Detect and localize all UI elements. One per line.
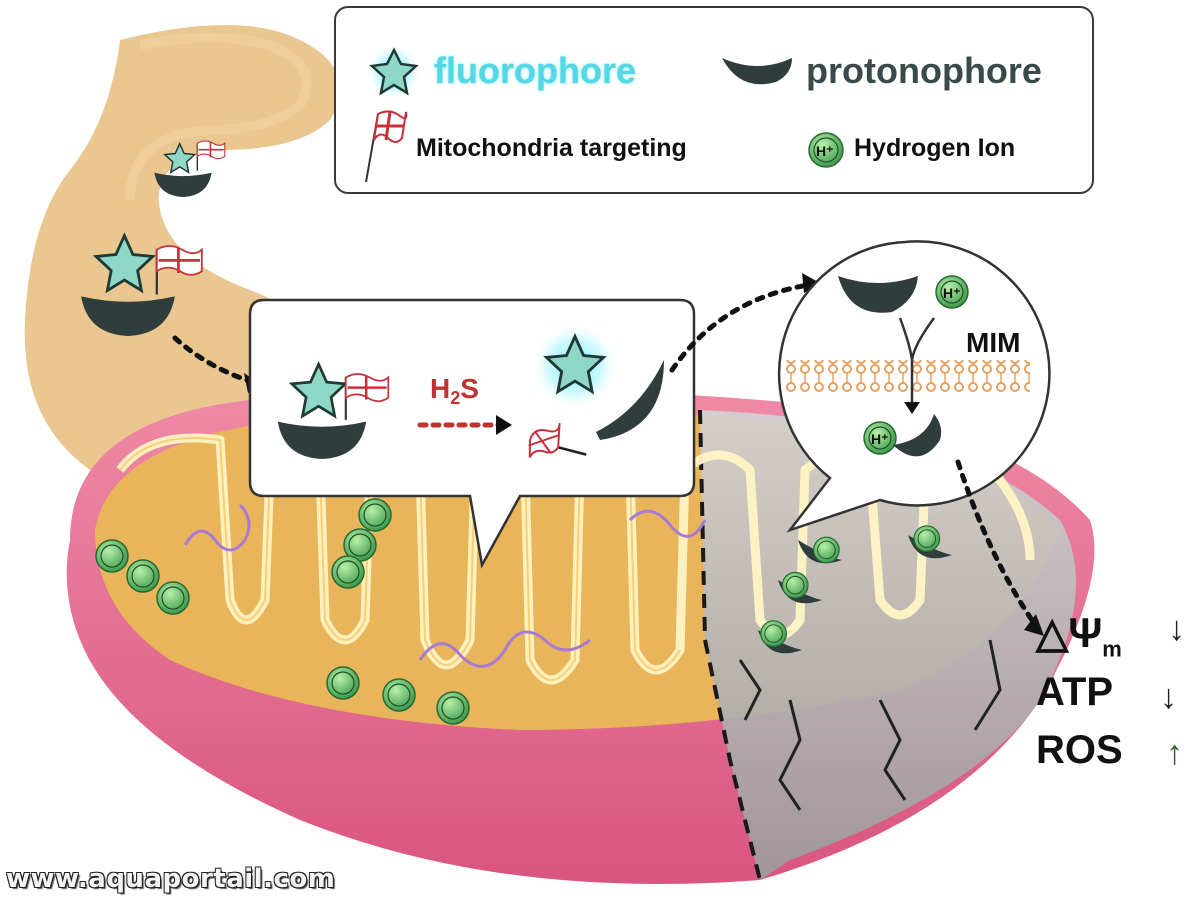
legend-fluorophore-label: fluorophore bbox=[434, 50, 636, 91]
down-arrow-icon: ↓ bbox=[1168, 610, 1185, 648]
hydrogen-ion-icon bbox=[358, 498, 392, 532]
cleaved-flag bbox=[528, 422, 587, 458]
protonophore-complex-in-bubble bbox=[893, 414, 942, 457]
protonophore-complex bbox=[778, 571, 822, 604]
hydrogen-ion-icon bbox=[331, 555, 365, 589]
protonophore-complex bbox=[798, 536, 842, 564]
hydrogen-ion-icon bbox=[95, 539, 129, 573]
legend-hydrogen-label: Hydrogen Ion bbox=[854, 134, 1016, 162]
membrane-potential-effect: △Ψm bbox=[1036, 609, 1122, 662]
h-ion-lower: H⁺ bbox=[863, 421, 897, 455]
mim-label: MIM bbox=[966, 327, 1020, 358]
legend-targeting-label: Mitochondria targeting bbox=[416, 134, 687, 162]
h2s-label: H2S bbox=[430, 373, 479, 408]
protonophore-complex bbox=[908, 525, 952, 559]
hydrogen-ion-icon bbox=[126, 559, 160, 593]
hydrogen-ion-icon bbox=[436, 691, 470, 725]
released-protonophore bbox=[596, 360, 664, 440]
ros-effect: ROS bbox=[1036, 728, 1123, 772]
hydrogen-ion-icon bbox=[382, 678, 416, 712]
down-arrow-icon: ↓ bbox=[1160, 678, 1177, 716]
svg-text:H⁺: H⁺ bbox=[816, 143, 834, 159]
protonophore-in-bubble bbox=[838, 276, 918, 313]
legend-protonophore-label: protonophore bbox=[806, 50, 1042, 91]
hydrogen-ion-icon bbox=[156, 581, 190, 615]
pathway-arrow bbox=[955, 459, 1039, 629]
dna-strand bbox=[183, 503, 251, 552]
hydrogen-ion-icon bbox=[326, 666, 360, 700]
fluorophore-star-icon bbox=[366, 44, 422, 100]
boundary-dashed-line bbox=[703, 639, 762, 881]
atp-effect: ATP bbox=[1036, 670, 1114, 714]
svg-text:H⁺: H⁺ bbox=[943, 285, 961, 301]
protonophore-icon bbox=[722, 58, 792, 85]
legend: fluorophore protonophore Mitochondria ta… bbox=[334, 6, 1094, 194]
svg-text:H⁺: H⁺ bbox=[871, 431, 889, 447]
up-arrow-icon: ↑ bbox=[1166, 734, 1183, 772]
pathway-arrow bbox=[669, 282, 811, 373]
effects-panel: △Ψm ↓ ATP ↓ ROS ↑ bbox=[1036, 600, 1196, 780]
protonophore-complex bbox=[758, 620, 802, 654]
targeting-flag-icon bbox=[365, 110, 408, 183]
watermark: www.aquaportail.com bbox=[6, 864, 336, 894]
hydrogen-ion-icon: H⁺ bbox=[808, 132, 844, 168]
h-ion-upper: H⁺ bbox=[935, 275, 969, 309]
inner-membrane bbox=[786, 360, 1030, 392]
